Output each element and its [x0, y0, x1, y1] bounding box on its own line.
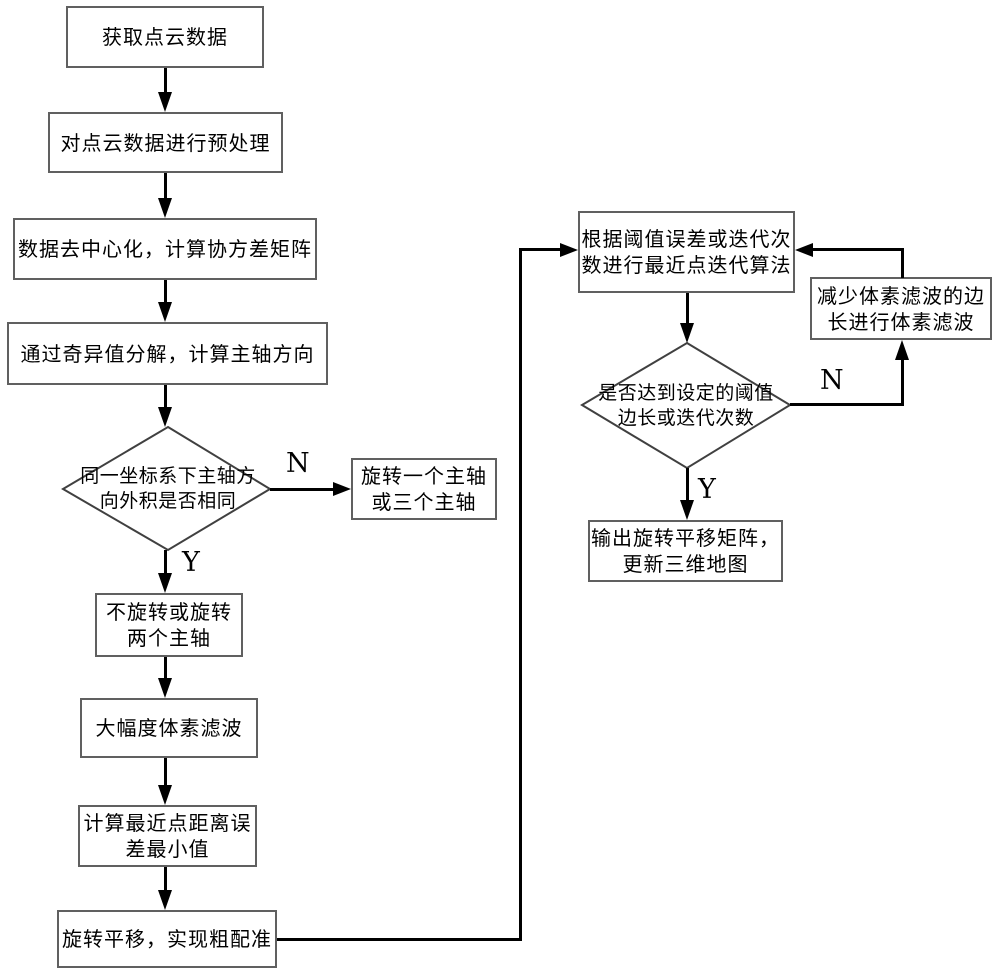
node-decenter-covariance: 数据去中心化，计算协方差矩阵	[13, 218, 317, 280]
arrow-decenter-to-svd-line	[164, 280, 167, 304]
arrow-acquire-to-preprocess-head	[158, 92, 172, 112]
arrow-rotate-to-voxel-head	[158, 678, 172, 698]
node-preprocess-point-cloud: 对点云数据进行预处理	[48, 112, 283, 173]
node-min-nearest-distance-error: 计算最近点距离误 差最小值	[78, 805, 257, 867]
label-decision2-no: N	[820, 365, 844, 396]
arrow-acquire-to-preprocess-line	[164, 68, 167, 94]
arrow-decision2-yes-line	[686, 468, 689, 502]
arrow-icp-to-decision2-head	[680, 323, 694, 343]
arrow-error-to-coarse-line	[164, 867, 167, 892]
node-large-voxel-filter: 大幅度体素滤波	[80, 698, 258, 758]
arrow-decision2-no-vline	[901, 356, 904, 406]
arrow-decision1-yes-line	[164, 550, 167, 575]
arrow-voxel-to-error-head	[158, 785, 172, 805]
arrow-decision2-yes-head	[680, 500, 694, 520]
loop-voxel-to-icp-vline	[901, 248, 904, 278]
arrow-decision1-no-head	[333, 482, 351, 496]
decision-cross-product-text: 同一坐标系下主轴方 向外积是否相同	[80, 465, 256, 512]
arrow-svd-to-decision1-head	[158, 407, 172, 427]
arrow-decision2-no-hline	[790, 403, 904, 406]
node-svd-principal-axis: 通过奇异值分解，计算主轴方向	[7, 322, 328, 385]
label-decision1-yes: Y	[182, 547, 200, 578]
node-output-matrix-update-map: 输出旋转平移矩阵， 更新三维地图	[588, 520, 783, 582]
loop-voxel-to-icp-hline	[813, 248, 904, 251]
arrow-decision1-no-line	[270, 488, 336, 491]
node-rotate-none-or-two-axes: 不旋转或旋转 两个主轴	[95, 593, 243, 657]
node-icp-iteration: 根据阈值误差或迭代次 数进行最近点迭代算法	[578, 211, 795, 293]
decision-cross-product-diamond	[61, 425, 272, 552]
decision-threshold-text: 是否达到设定的阈值 边长或迭代次数	[598, 382, 774, 429]
loop-voxel-to-icp-head	[795, 243, 813, 257]
arrow-svd-to-decision1-line	[164, 385, 167, 409]
connector-coarse-to-icp-head	[560, 243, 578, 257]
arrow-decision2-no-head	[895, 340, 909, 360]
arrow-preprocess-to-decenter-line	[164, 173, 167, 200]
node-coarse-registration: 旋转平移，实现粗配准	[57, 910, 277, 968]
arrow-decenter-to-svd-head	[158, 302, 172, 322]
connector-coarse-to-icp-vertical-line	[519, 248, 522, 941]
arrow-preprocess-to-decenter-head	[158, 198, 172, 218]
connector-coarse-to-icp-bottom-line	[277, 938, 522, 941]
node-rotate-one-or-three-axes: 旋转一个主轴 或三个主轴	[351, 458, 497, 520]
node-reduce-voxel-edge: 减少体素滤波的边 长进行体素滤波	[810, 277, 992, 340]
arrow-rotate-to-voxel-line	[164, 657, 167, 680]
arrow-icp-to-decision2-line	[686, 293, 689, 325]
connector-coarse-to-icp-top-line	[519, 248, 562, 251]
node-acquire-point-cloud: 获取点云数据	[66, 6, 264, 68]
arrow-decision1-yes-head	[158, 573, 172, 593]
label-decision2-yes: Y	[698, 474, 716, 505]
arrow-error-to-coarse-head	[158, 890, 172, 910]
label-decision1-no: N	[286, 448, 310, 479]
arrow-voxel-to-error-line	[164, 758, 167, 787]
